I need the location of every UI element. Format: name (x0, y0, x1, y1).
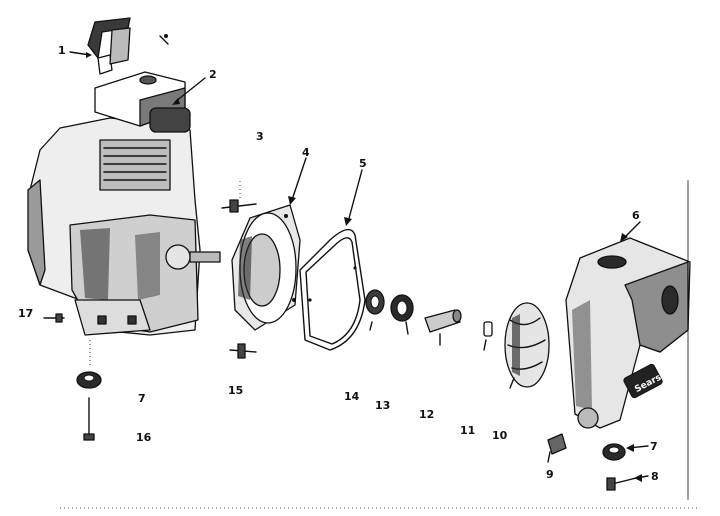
callout-10: 10 (492, 429, 508, 442)
part-7-nut-left (76, 340, 102, 389)
part-16-bolt (83, 397, 95, 441)
part-12-shaft-sleeve (424, 309, 462, 346)
callout-16: 16 (136, 431, 152, 444)
part-8-bolt (606, 474, 649, 491)
callout-15: 15 (228, 384, 243, 397)
part-10-impeller (504, 302, 550, 389)
callout-2: 2 (209, 68, 217, 81)
part-5-gasket (299, 169, 366, 351)
part-1-handle (69, 17, 169, 75)
callout-5: 5 (359, 157, 367, 170)
callout-6: 6 (632, 209, 640, 222)
callout-13: 13 (375, 399, 390, 412)
part-17-screw (43, 313, 65, 323)
part-15-bolt (229, 343, 257, 359)
callout-3: 3 (256, 130, 264, 143)
part-14-seal-ring (365, 289, 385, 331)
part-11-washer (483, 321, 493, 351)
callout-1: 1 (58, 44, 66, 57)
callout-8: 8 (651, 470, 659, 483)
part-7-nut-right (602, 443, 649, 461)
callout-14: 14 (344, 390, 360, 403)
part-13-mechanical-seal (390, 294, 414, 335)
callout-9: 9 (546, 468, 554, 481)
callout-7-right: 7 (650, 440, 658, 453)
callout-4: 4 (302, 146, 310, 159)
part-9-drain-plug (547, 433, 567, 463)
callout-11: 11 (460, 424, 475, 437)
callout-7-left: 7 (138, 392, 146, 405)
part-4-adapter-flange (221, 157, 307, 331)
cylinder-fins (99, 139, 171, 191)
engine-assembly (27, 71, 221, 336)
callout-12: 12 (419, 408, 434, 421)
part-6-pump-housing: Sears (565, 221, 691, 429)
callout-17: 17 (18, 307, 33, 320)
